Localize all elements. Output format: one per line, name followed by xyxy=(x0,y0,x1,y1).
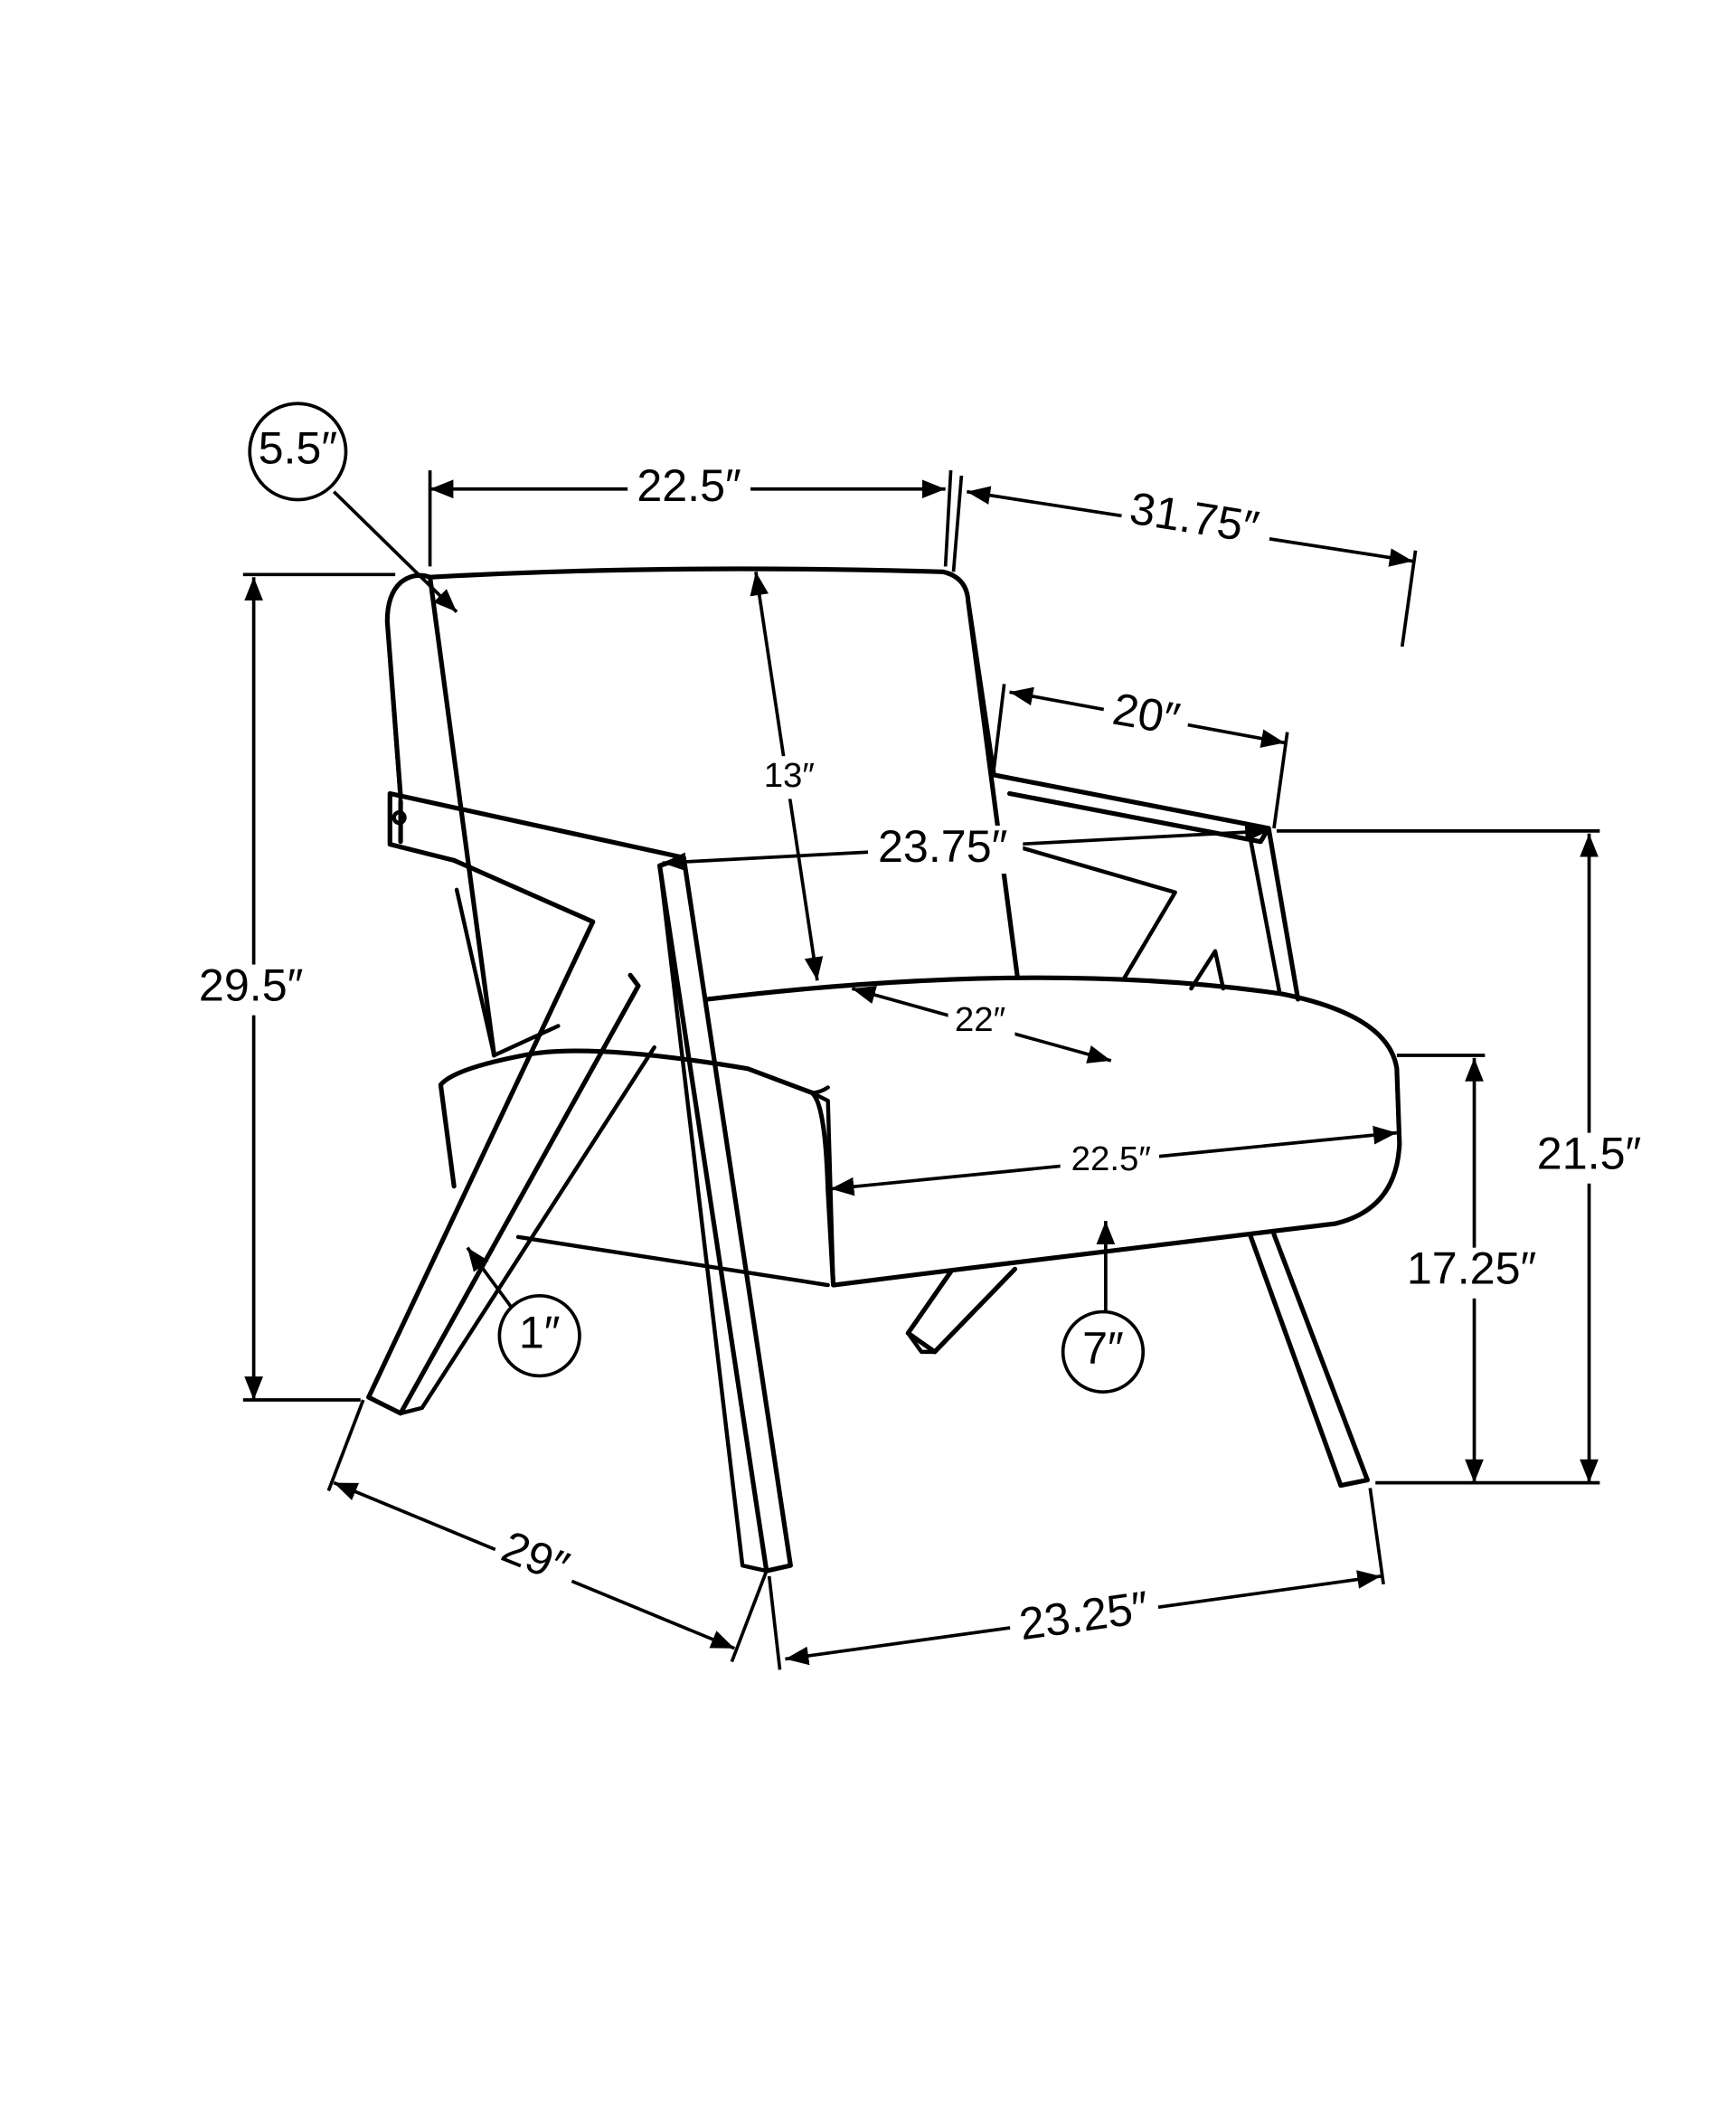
back-cushion-left-edge xyxy=(385,619,496,1058)
left-front-leg xyxy=(657,855,793,1574)
rear-stretcher xyxy=(905,1266,1018,1355)
label-seat-depth: 22″ xyxy=(955,1000,1005,1039)
chair-drawing xyxy=(332,490,1402,1574)
seat-cushion xyxy=(438,975,1402,1288)
label-arm-length: 20″ xyxy=(1109,684,1184,745)
armrest-bolt xyxy=(392,809,407,826)
left-back-leg xyxy=(366,857,641,1416)
label-inside-width: 23.75″ xyxy=(878,821,1007,872)
label-frame-thickness: 1″ xyxy=(519,1307,561,1357)
label-arm-height: 21.5″ xyxy=(1537,1128,1641,1178)
label-base-width: 23.25″ xyxy=(1016,1582,1152,1650)
label-back-height: 13″ xyxy=(764,756,815,795)
dimension-labels: 22.5″ 31.75″ 5.5″ 20″ 13″ 23.75″ 22″ 22.… xyxy=(192,402,1659,1654)
callout-circle-back-thickness xyxy=(248,402,348,502)
label-seat-cushion-thickness: 7″ xyxy=(1082,1323,1124,1374)
callout-circle-frame-thickness xyxy=(497,1293,581,1378)
callout-circle-seat-thickness xyxy=(1061,1309,1146,1394)
back-thickness-arrow xyxy=(332,490,458,613)
back-cushion xyxy=(384,566,1020,1058)
label-overall-depth: 31.75″ xyxy=(1127,483,1262,553)
left-armrest xyxy=(387,790,686,868)
label-back-cushion-thickness: 5.5″ xyxy=(259,423,338,474)
frame-thickness-arrow xyxy=(466,1246,514,1310)
label-seat-height: 17.25″ xyxy=(1407,1243,1536,1294)
label-seat-width: 22.5″ xyxy=(1071,1139,1151,1178)
label-overall-height: 29.5″ xyxy=(199,959,303,1010)
right-back-support xyxy=(1189,949,1226,991)
label-back-width: 22.5″ xyxy=(637,460,741,511)
